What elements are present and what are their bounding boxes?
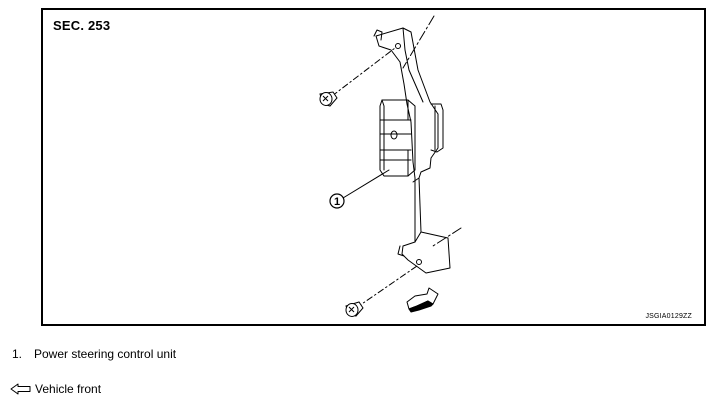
bracket-diagram: 1 [319, 15, 462, 317]
front-arrow-icon [10, 383, 31, 395]
section-label: SEC. 253 [53, 18, 111, 33]
upper-screw-icon [319, 91, 338, 107]
legend-item: 1. Power steering control unit [12, 347, 176, 361]
vehicle-front-text: Vehicle front [35, 382, 102, 396]
legend-number: 1. [12, 347, 23, 361]
lower-tab [397, 245, 405, 257]
vehicle-front-arrow-icon [406, 287, 439, 313]
unit-connector [430, 103, 444, 153]
figure-code: JSGIA0129ZZ [645, 313, 692, 320]
power-steering-control-unit [379, 99, 416, 177]
column-center-line-lower [432, 227, 462, 247]
lower-screw-icon [345, 301, 364, 317]
unit-hole [390, 130, 398, 140]
lower-screw-leader [355, 265, 418, 309]
upper-tab [373, 29, 383, 41]
figure-frame: SEC. 253 [41, 8, 706, 326]
svg-text:1: 1 [334, 196, 340, 208]
callout-1: 1 [329, 193, 345, 209]
upper-screw-leader [331, 47, 396, 97]
mounting-bracket [375, 27, 451, 274]
upper-bolt-hole [395, 43, 401, 49]
lower-bolt-hole [416, 259, 422, 265]
vehicle-front-legend: Vehicle front [10, 382, 101, 396]
callout-leader [342, 169, 390, 199]
column-center-line [402, 15, 435, 69]
legend-text: Power steering control unit [34, 347, 177, 361]
